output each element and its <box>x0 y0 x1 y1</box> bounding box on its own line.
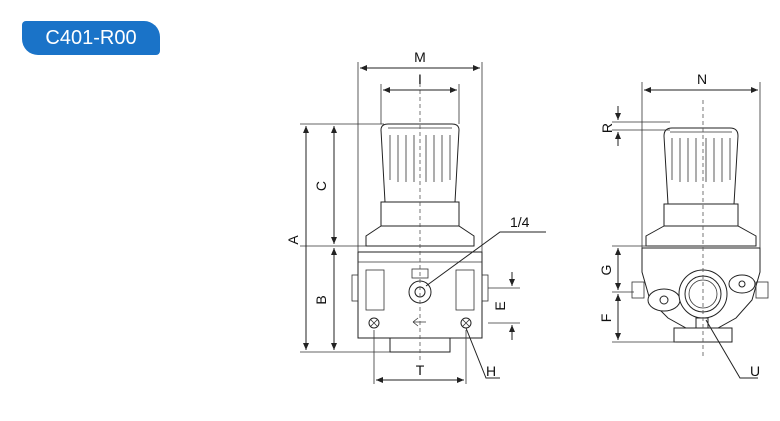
dim-label-u: U <box>750 363 760 379</box>
dim-label-e: E <box>492 301 508 310</box>
side-body <box>631 247 769 343</box>
dim-label-g: G <box>598 265 614 276</box>
dim-label-f: F <box>598 314 614 323</box>
dim-label-r: R <box>599 123 615 133</box>
side-knob <box>645 127 757 247</box>
port-size-label: 1/4 <box>510 214 530 230</box>
front-view: M I A C B T H E 1/4 <box>285 49 546 384</box>
side-view: N R G F U <box>598 71 769 379</box>
dim-label-c: C <box>313 181 329 191</box>
dim-label-t: T <box>416 362 425 378</box>
dim-label-i: I <box>418 71 422 87</box>
dim-label-n: N <box>697 71 707 87</box>
dim-label-a: A <box>285 235 301 245</box>
dim-label-h: H <box>486 363 496 379</box>
dim-label-b: B <box>313 295 329 304</box>
front-knob <box>365 123 475 247</box>
model-badge: C401-R00 <box>22 21 160 55</box>
dim-label-m: M <box>414 49 426 65</box>
